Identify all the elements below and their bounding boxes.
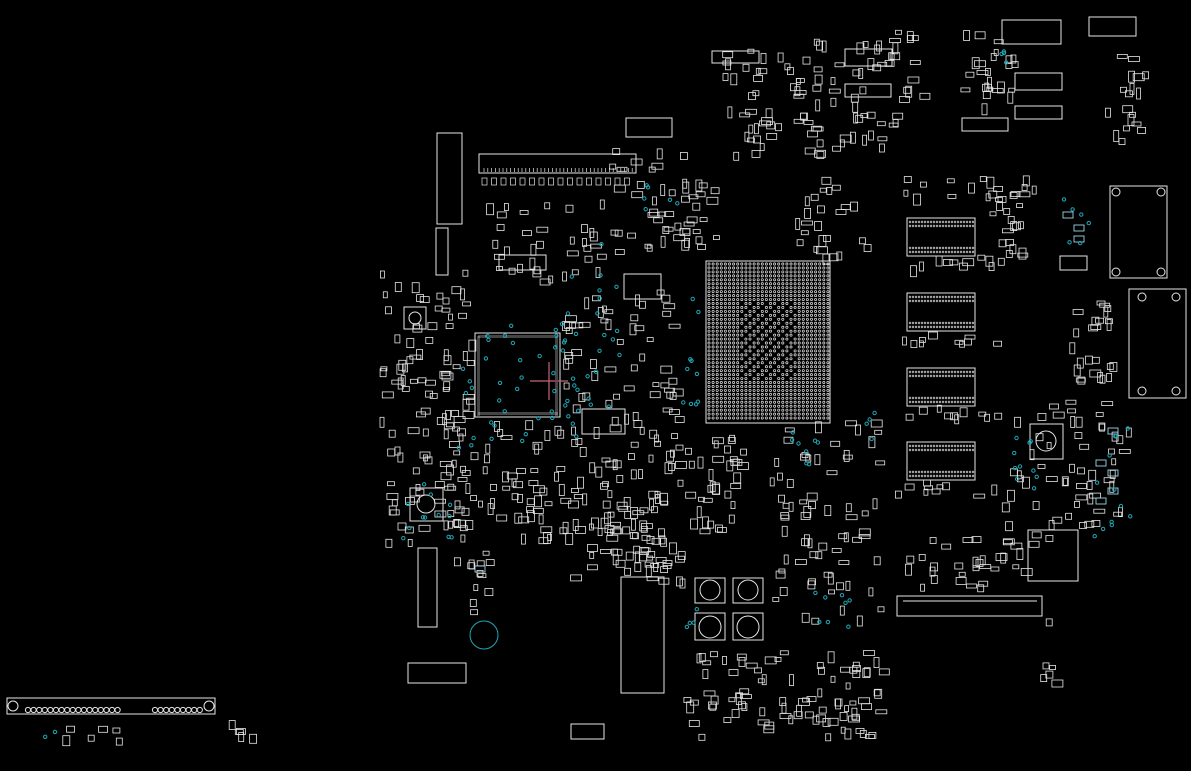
square-chip-right[interactable]: [1027, 529, 1079, 582]
cpu-bga[interactable]: [705, 260, 831, 424]
memory-chip-2[interactable]: [906, 292, 976, 332]
crystal-1[interactable]: [623, 273, 662, 300]
inductor-3[interactable]: [694, 612, 726, 641]
inductor-4[interactable]: [732, 612, 764, 641]
capacitor-top-2[interactable]: [844, 48, 893, 67]
mounting-hole[interactable]: [469, 620, 499, 650]
port-right-upper[interactable]: [1109, 185, 1168, 279]
capacitor-top-5[interactable]: [1014, 105, 1063, 120]
capacitor-top-6[interactable]: [961, 117, 1009, 132]
crystal-2[interactable]: [581, 408, 626, 435]
memory-chip-4[interactable]: [906, 441, 976, 481]
fpc-connector-bottom-right[interactable]: [896, 595, 1043, 617]
cpu-bga-balls: [707, 262, 830, 420]
vertical-connector-left[interactable]: [436, 132, 463, 225]
capacitor-top-4[interactable]: [1014, 72, 1063, 91]
memory-chip-balls: [908, 220, 975, 478]
vias: [43, 49, 1133, 739]
fpc-connector-top[interactable]: [478, 153, 637, 174]
small-connector-bottom[interactable]: [407, 662, 467, 684]
port-right-lower[interactable]: [1128, 288, 1187, 399]
inductor-1[interactable]: [694, 577, 726, 604]
capacitor-top-1[interactable]: [711, 50, 760, 64]
inductor-2[interactable]: [732, 577, 764, 604]
crosshair-cursor: [530, 362, 568, 400]
qfp-chip[interactable]: [474, 332, 561, 418]
connector-top-right-2[interactable]: [1088, 16, 1137, 37]
connector-top-small[interactable]: [625, 117, 673, 138]
connector-pin-row: [24, 706, 203, 714]
port-right-upper-tab: [1059, 255, 1088, 271]
connector-bottom-left[interactable]: [6, 697, 216, 715]
smd-components: [62, 29, 1149, 747]
vertical-connector-left-2[interactable]: [435, 227, 449, 276]
small-connector-bottom-2[interactable]: [570, 723, 605, 740]
vertical-connector-bottom-left[interactable]: [417, 547, 438, 628]
connector-top-right-1[interactable]: [1001, 19, 1062, 45]
tall-module-bottom[interactable]: [620, 576, 665, 694]
capacitor-top-3[interactable]: [844, 83, 892, 98]
